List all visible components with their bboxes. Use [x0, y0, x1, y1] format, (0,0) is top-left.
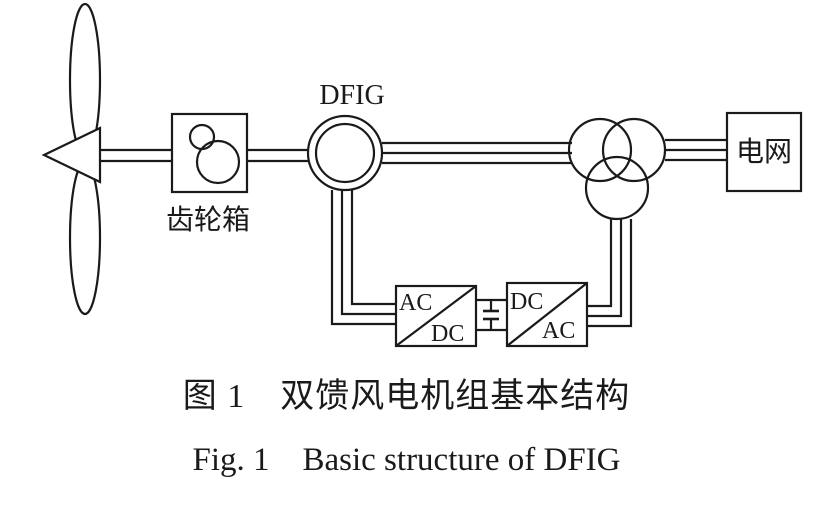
stator-to-transformer-lines [382, 141, 572, 165]
gearbox: 齿轮箱 [166, 112, 250, 236]
rectifier-dc-label: DC [431, 321, 464, 347]
rectifier: AC DC [394, 284, 478, 348]
inverter-ac-label: AC [542, 318, 575, 344]
transformer [567, 117, 667, 221]
turbine-hub [41, 126, 102, 184]
low-speed-shaft [100, 148, 172, 163]
turbine-blade-bottom [68, 160, 102, 316]
grid: 电网 [725, 111, 803, 193]
transformer-winding-right [601, 117, 667, 183]
grid-box [725, 111, 803, 193]
gear-large-icon [195, 139, 241, 185]
stator-circle [306, 114, 384, 192]
high-speed-shaft [247, 148, 308, 163]
dc-link [476, 298, 507, 332]
gearbox-box [170, 112, 249, 194]
inverter-dc-label: DC [510, 289, 543, 315]
rectifier-diagonal [395, 285, 477, 347]
grid-label: 电网 [736, 136, 792, 168]
transformer-to-grid-lines [665, 138, 727, 162]
dfig-generator: DFIG [306, 80, 385, 192]
rectifier-box [394, 284, 478, 348]
transformer-winding-left [567, 117, 633, 183]
wind-turbine [41, 2, 102, 316]
inverter: DC AC [505, 281, 589, 348]
rotor-circuit-lines [330, 190, 396, 326]
inverter-box [505, 281, 589, 348]
rotor-circle [314, 122, 376, 184]
generator-label: DFIG [319, 80, 384, 111]
inverter-diagonal [506, 282, 588, 347]
gearbox-label: 齿轮箱 [166, 204, 250, 236]
rectifier-ac-label: AC [399, 290, 432, 316]
gear-small-icon [188, 123, 216, 151]
inverter-to-transformer-lines [587, 219, 633, 328]
transformer-winding-bottom [584, 155, 650, 221]
dfig-diagram: 齿轮箱 DFIG 电网 A [41, 2, 803, 348]
figure-caption-english: Fig. 1 Basic structure of DFIG [192, 442, 621, 478]
figure-caption-chinese: 图 1 双馈风电机组基本结构 [182, 378, 631, 415]
